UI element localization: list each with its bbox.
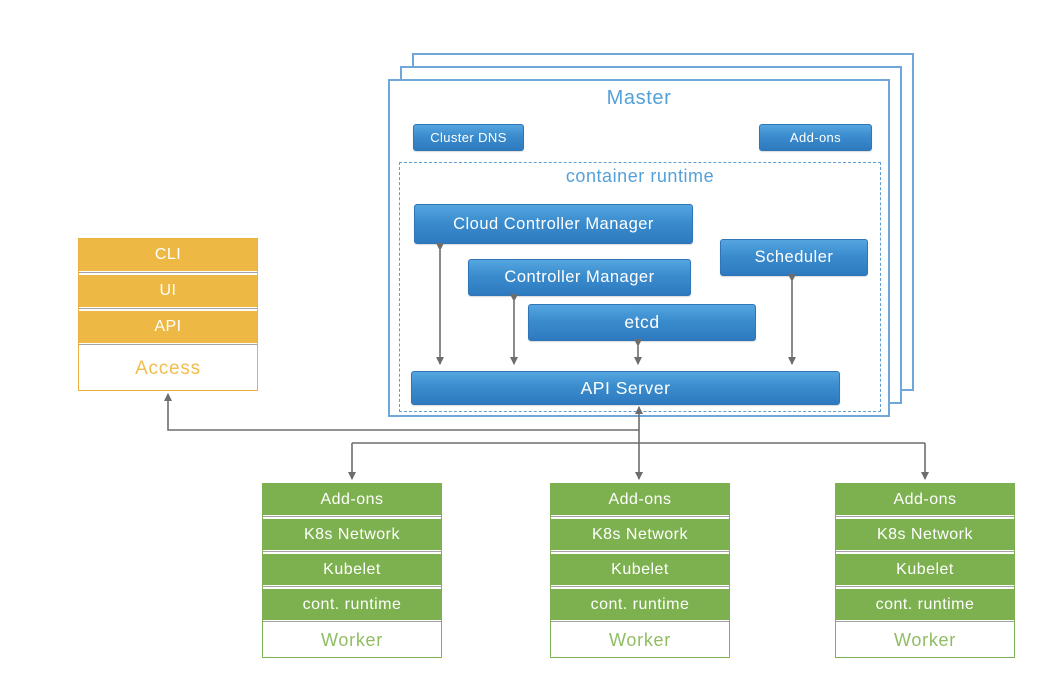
worker-row-kubelet: Kubelet (836, 554, 1014, 585)
row-divider (836, 620, 1014, 624)
worker-row-cont-runtime: cont. runtime (836, 589, 1014, 620)
cluster-dns-box: Cluster DNS (413, 124, 524, 151)
row-divider (836, 515, 1014, 519)
container-runtime-region: container runtime Cloud Controller Manag… (399, 162, 881, 412)
worker-node-1: Add-ons K8s Network Kubelet cont. runtim… (262, 483, 442, 658)
etcd-box: etcd (528, 304, 756, 341)
worker-row-cont-runtime: cont. runtime (551, 589, 729, 620)
api-server-box: API Server (411, 371, 840, 405)
worker-node-3: Add-ons K8s Network Kubelet cont. runtim… (835, 483, 1015, 658)
scheduler-box: Scheduler (720, 239, 868, 276)
access-row-cli: CLI (79, 239, 257, 271)
worker-row-addons: Add-ons (263, 484, 441, 515)
worker-label: Worker (836, 624, 1014, 657)
controller-manager-box: Controller Manager (468, 259, 691, 296)
row-divider (551, 620, 729, 624)
worker-row-kubelet: Kubelet (551, 554, 729, 585)
master-node: Master Cluster DNS Add-ons container run… (388, 79, 890, 417)
worker-row-k8s-network: K8s Network (263, 519, 441, 550)
access-row-api: API (79, 311, 257, 343)
master-title: Master (606, 87, 672, 109)
worker-row-kubelet: Kubelet (263, 554, 441, 585)
worker-row-k8s-network: K8s Network (836, 519, 1014, 550)
row-divider (836, 585, 1014, 589)
row-divider (836, 550, 1014, 554)
row-divider (263, 515, 441, 519)
row-divider (551, 550, 729, 554)
row-divider (79, 271, 257, 275)
worker-label: Worker (263, 624, 441, 657)
cloud-controller-manager-box: Cloud Controller Manager (414, 204, 693, 244)
worker-node-2: Add-ons K8s Network Kubelet cont. runtim… (550, 483, 730, 658)
worker-row-addons: Add-ons (836, 484, 1014, 515)
row-divider (263, 585, 441, 589)
row-divider (263, 550, 441, 554)
row-divider (551, 515, 729, 519)
row-divider (79, 343, 257, 347)
row-divider (551, 585, 729, 589)
row-divider (263, 620, 441, 624)
worker-row-k8s-network: K8s Network (551, 519, 729, 550)
worker-row-addons: Add-ons (551, 484, 729, 515)
access-node: CLI UI API Access (78, 238, 258, 391)
master-addons-box: Add-ons (759, 124, 872, 151)
access-row-ui: UI (79, 275, 257, 307)
container-runtime-title: container runtime (565, 166, 715, 186)
worker-row-cont-runtime: cont. runtime (263, 589, 441, 620)
row-divider (79, 307, 257, 311)
worker-label: Worker (551, 624, 729, 657)
access-label: Access (79, 347, 257, 390)
